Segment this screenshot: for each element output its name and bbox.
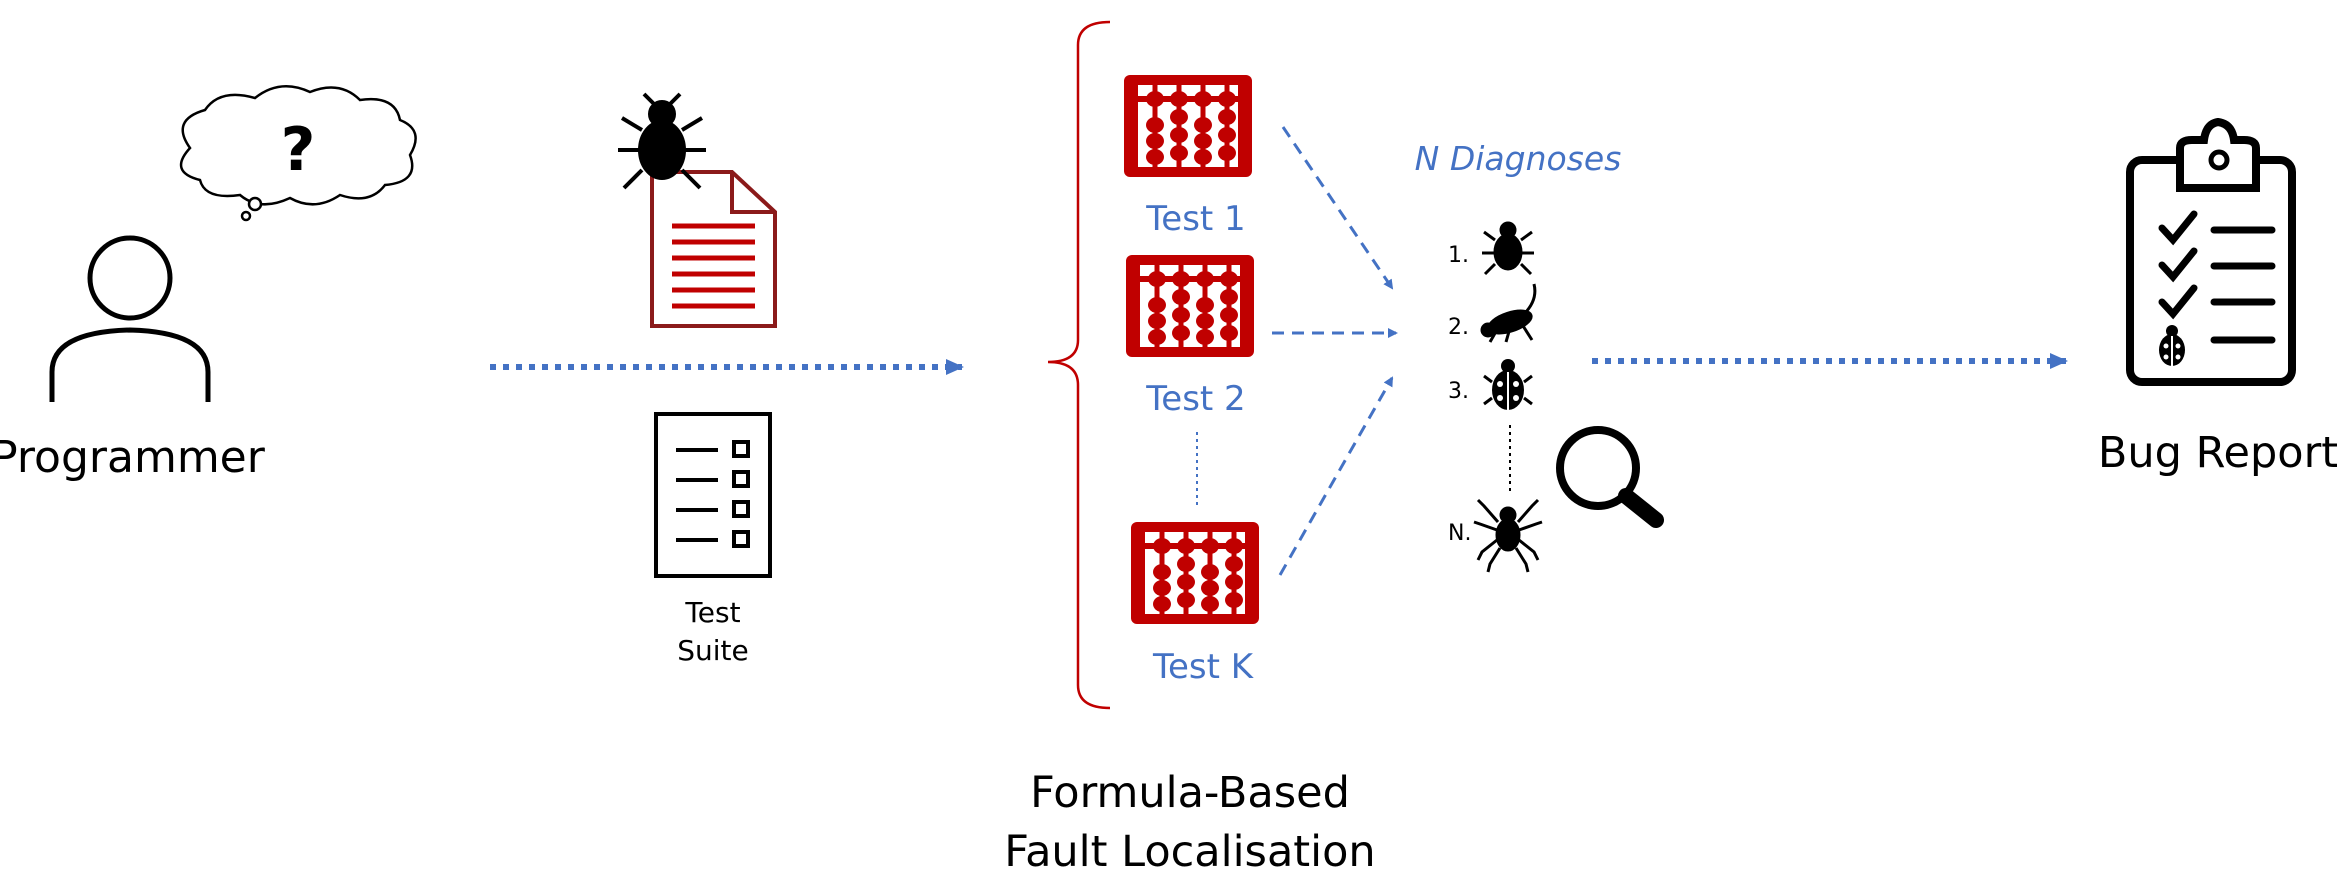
magnifier-icon: [1556, 426, 1664, 528]
test-suite-label-line1: Test: [684, 596, 740, 629]
test-2-label: Test 2: [1145, 379, 1245, 419]
diagnoses-title: N Diagnoses: [1415, 139, 1622, 178]
test-suite-label-line2: Suite: [677, 634, 749, 667]
source-document-icon: [650, 170, 777, 328]
diagnosis-2-number: 2.: [1448, 315, 1469, 340]
diagnosis-n-spider-icon: [1473, 498, 1543, 573]
test-k-icon: [1131, 522, 1259, 624]
thought-question-mark: ?: [281, 115, 316, 185]
test-to-diagnoses-arrows: [1272, 126, 1398, 576]
bug-report-clipboard-icon: [2126, 117, 2296, 386]
test-suite-icon: [654, 412, 772, 578]
diagnosis-n-number: N.: [1448, 521, 1471, 546]
bug-icon: [618, 92, 706, 190]
diagnosis-2-cricket-icon: [1480, 283, 1537, 343]
fault-localisation-label-line1: Formula-Based: [1030, 768, 1350, 818]
programmer-label: Programmer: [0, 432, 266, 483]
fault-localisation-brace: [1047, 20, 1111, 710]
diagnosis-3-number: 3.: [1448, 379, 1469, 404]
test-1-icon: [1124, 75, 1252, 177]
fault-localisation-label-line2: Fault Localisation: [1004, 827, 1375, 873]
test-1-label: Test 1: [1145, 199, 1245, 239]
diagnosis-3-ladybug-icon: [1483, 359, 1533, 410]
bug-report-label: Bug Report: [2098, 428, 2337, 478]
thought-cloud-icon: [179, 85, 417, 222]
diagnosis-1-bug-icon: [1482, 221, 1534, 276]
programmer-icon: [49, 235, 211, 402]
test-k-label: Test K: [1152, 647, 1255, 687]
test-2-icon: [1126, 255, 1254, 357]
diagnosis-1-number: 1.: [1448, 243, 1469, 268]
